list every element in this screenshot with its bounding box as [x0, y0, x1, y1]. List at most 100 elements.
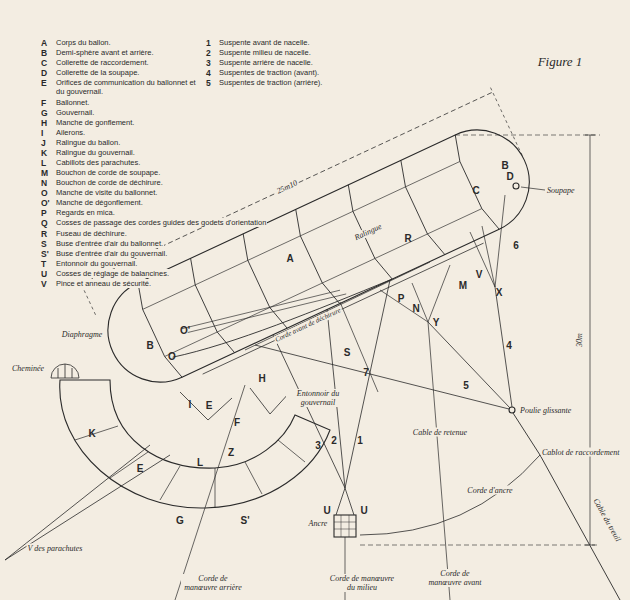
- key-number: 1: [205, 38, 212, 48]
- leader-line: [521, 187, 545, 190]
- ballonnet-line: [173, 259, 393, 377]
- panel-lines: [143, 161, 482, 356]
- key-text: Collerette de la soupape.: [55, 68, 140, 77]
- key-text: Bouchon de corde de déchirure.: [55, 178, 164, 187]
- part-letter: N: [411, 303, 420, 314]
- key-text: Pince et anneau de sécurité.: [55, 279, 152, 288]
- key-text: Buse d'entrée d'air du ballonnet.: [55, 239, 164, 248]
- part-letter: V: [475, 269, 484, 280]
- suspension-line: [340, 302, 378, 392]
- part-note: Corde de manœuvre avant: [423, 569, 487, 587]
- part-letter: B: [500, 160, 509, 171]
- key-text: Fuseau de déchirure.: [55, 229, 128, 238]
- part-letter: M: [458, 280, 468, 291]
- key-text: Buse d'entrée d'air du gouvernail.: [55, 249, 168, 258]
- handling-rope: [175, 322, 450, 600]
- inflation-sleeve: [188, 265, 347, 362]
- key-letter: B: [40, 48, 48, 58]
- part-letter: Z: [227, 447, 235, 458]
- callout-number: 3: [314, 440, 322, 451]
- part-note: Cable du treuil: [591, 496, 623, 544]
- part-letter: O: [167, 351, 177, 362]
- key-text: Suspentes de traction (arrière).: [218, 78, 323, 87]
- part-note: Cablot de raccordement: [541, 448, 620, 457]
- callout-number: 1: [356, 435, 364, 446]
- pulley: [509, 407, 515, 413]
- part-note: Ancre: [308, 519, 329, 528]
- key-letter: J: [40, 138, 47, 148]
- dimension-extension: [360, 135, 600, 545]
- key-text: Demi-sphère avant et arrière.: [55, 48, 155, 57]
- part-note: Soupape: [546, 186, 576, 195]
- key-text: Gouvernail.: [55, 108, 95, 117]
- key-letter: I: [40, 128, 44, 138]
- key-text: Bouchon de corde de soupape.: [55, 168, 161, 177]
- key-letter: G: [40, 108, 49, 118]
- key-number: 2: [205, 48, 212, 58]
- key-letter: F: [40, 98, 47, 108]
- part-note: Cheminée: [11, 364, 45, 373]
- key-letter: O: [40, 188, 49, 198]
- part-note: Corde de manœuvre arrière: [181, 574, 245, 592]
- dimension-label: 25m10: [274, 178, 299, 196]
- callout-number: 5: [462, 380, 470, 391]
- key-letter: A: [40, 38, 48, 48]
- key-number: 3: [205, 58, 212, 68]
- traction-line: [255, 287, 512, 409]
- key-letter: V: [40, 279, 48, 289]
- gore-seams: [132, 135, 500, 380]
- part-letter: S: [343, 347, 352, 358]
- key-letter: N: [40, 178, 48, 188]
- part-letter: H: [257, 373, 266, 384]
- valve: [513, 183, 519, 189]
- basket: [334, 515, 356, 537]
- callout-number: 4: [505, 340, 513, 351]
- key-text: Ralingue du ballon.: [55, 138, 121, 147]
- key-letter: S': [40, 249, 50, 259]
- key-text: Manche de gonflement.: [55, 118, 135, 127]
- inflation-sleeve: [182, 261, 341, 358]
- key-text: Suspente arrière de nacelle.: [218, 58, 314, 67]
- key-letter: M: [40, 168, 49, 178]
- key-letter: L: [40, 158, 47, 168]
- key-letter: E: [40, 78, 48, 88]
- part-note: Corde de manœuvre du milieu: [326, 574, 398, 592]
- key-text: Orifices de communication du ballonnet e…: [55, 78, 207, 96]
- key-letter: O': [40, 198, 51, 208]
- part-letter: F: [233, 417, 241, 428]
- part-note: Cable de retenue: [412, 428, 468, 437]
- key-letter: K: [40, 148, 48, 158]
- part-letter: K: [87, 428, 96, 439]
- key-text: Ralingue du gouvernail.: [55, 148, 136, 157]
- part-letter: E: [205, 400, 214, 411]
- key-text: Corps du ballon.: [55, 38, 112, 47]
- key-letter: P: [40, 208, 48, 218]
- key-letter: T: [40, 259, 47, 269]
- rudder-seams: [75, 426, 305, 508]
- basket-net: [336, 488, 354, 515]
- part-letter: S': [239, 515, 250, 526]
- part-note: Poulie glissante: [519, 406, 572, 415]
- part-letter: R: [403, 233, 412, 244]
- key-text: Entonnoir du gouvernail.: [55, 259, 138, 268]
- key-text: Cosses de passage des cordes guides des …: [55, 218, 267, 227]
- part-letter: O': [179, 325, 191, 336]
- key-letter: Q: [40, 218, 49, 228]
- dimension-label: 30m: [575, 332, 584, 348]
- key-letter: R: [40, 229, 48, 239]
- part-letter: G: [175, 515, 185, 526]
- chimney: [51, 364, 79, 378]
- parachute-v: [5, 445, 170, 560]
- callout-number: 2: [330, 435, 338, 446]
- key-text: Suspente avant de nacelle.: [218, 38, 310, 47]
- crows-foot: [470, 195, 505, 287]
- callout-number: 6: [512, 240, 520, 251]
- key-letter: H: [40, 118, 48, 128]
- part-note: Ralingue: [352, 221, 384, 242]
- key-letter: S: [40, 239, 48, 249]
- key-text: Suspentes de traction (avant).: [218, 68, 320, 77]
- part-letter: P: [397, 293, 406, 304]
- key-letter: U: [40, 269, 48, 279]
- balloon-body: [5, 88, 620, 600]
